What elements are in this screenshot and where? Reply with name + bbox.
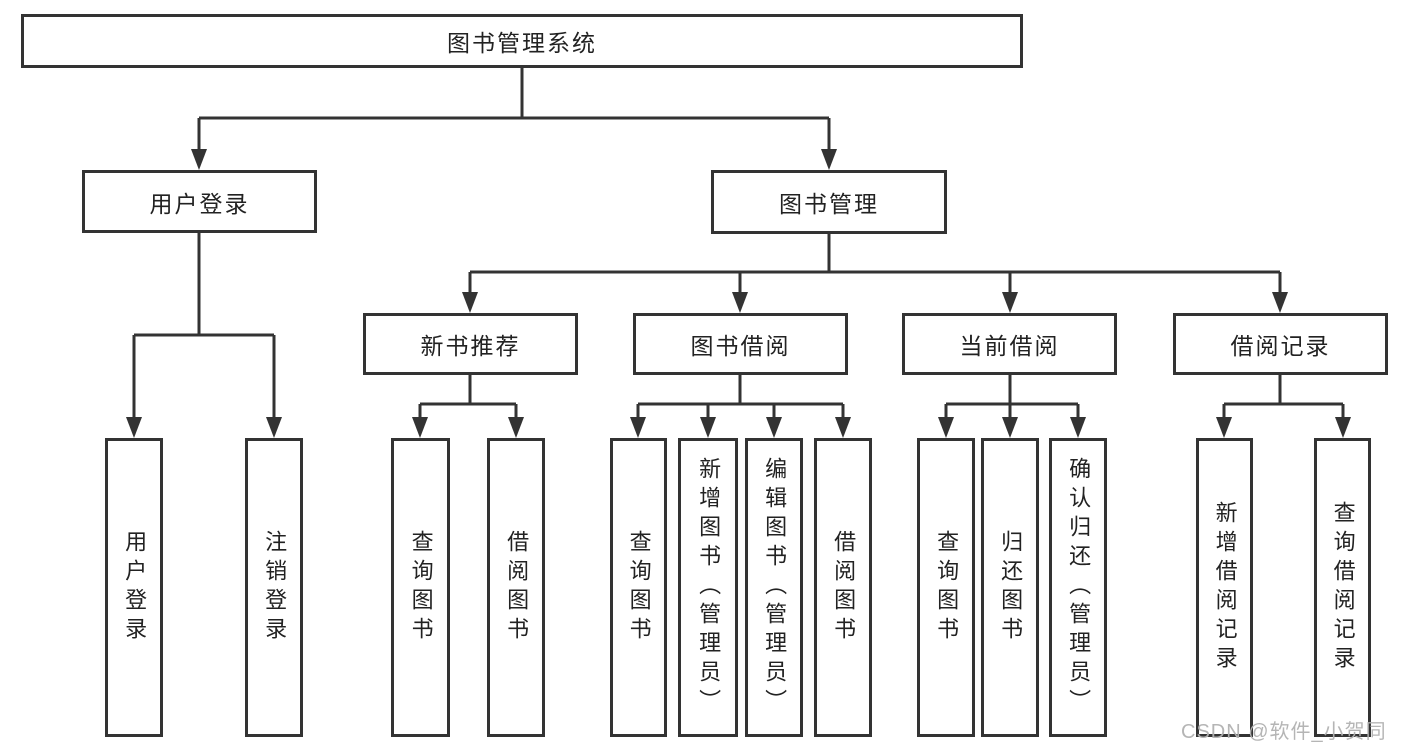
node-label: 查询图书 [626,529,652,646]
node-label: 新增图书（管理员） [696,457,722,718]
leaf-query-book-1: 查询图书 [391,438,450,737]
arrowheads [126,149,1351,438]
node-label: 借阅图书 [504,529,530,646]
node-borrow-records: 借阅记录 [1173,313,1388,375]
leaf-add-borrow-record: 新增借阅记录 [1196,438,1253,737]
node-new-book-recommend: 新书推荐 [363,313,578,375]
connector-records-children [1222,375,1345,420]
node-label: 借阅图书 [831,529,857,646]
node-label: 新增借阅记录 [1212,500,1238,675]
connector-user-login-children [132,233,276,420]
node-label: 图书管理系统 [447,30,597,56]
node-label: 图书借阅 [690,333,791,359]
leaf-query-book-2: 查询图书 [610,438,667,737]
leaf-confirm-return-admin: 确认归还（管理员） [1049,438,1107,737]
connector-borrowing-children [636,375,845,420]
leaf-edit-book-admin: 编辑图书（管理员） [745,438,803,737]
node-label: 图书管理 [779,191,879,217]
leaf-add-book-admin: 新增图书（管理员） [678,438,738,737]
leaf-borrow-book-2: 借阅图书 [814,438,872,737]
node-root: 图书管理系统 [21,14,1023,68]
csdn-watermark: CSDN @软件_小贺同学 [1181,721,1387,743]
node-label: 查询借阅记录 [1330,500,1356,675]
leaf-logout: 注销登录 [245,438,303,737]
node-user-login: 用户登录 [82,170,317,233]
connector-root-to-level2 [197,68,831,152]
leaf-user-login: 用户登录 [105,438,163,737]
leaf-return-book: 归还图书 [981,438,1039,737]
node-book-borrowing: 图书借阅 [633,313,848,375]
node-label: 借阅记录 [1230,333,1331,359]
connector-new-book-children [418,375,518,420]
leaf-query-book-3: 查询图书 [917,438,975,737]
node-book-management: 图书管理 [711,170,947,234]
node-label: 新书推荐 [420,333,521,359]
node-label: 用户登录 [122,529,148,646]
connector-current-children [944,375,1080,420]
node-label: 确认归还（管理员） [1066,457,1092,718]
node-label: 用户登录 [149,190,250,217]
node-label: 注销登录 [262,529,288,646]
leaf-query-borrow-record: 查询借阅记录 [1314,438,1371,737]
node-label: 归还图书 [998,529,1024,646]
node-current-borrowing: 当前借阅 [902,313,1117,375]
node-label: 查询图书 [408,529,434,646]
node-label: 查询图书 [934,529,960,646]
leaf-borrow-book-1: 借阅图书 [487,438,545,737]
connector-book-mgmt-children [468,234,1282,296]
node-label: 编辑图书（管理员） [762,457,788,718]
node-label: 当前借阅 [959,333,1060,359]
